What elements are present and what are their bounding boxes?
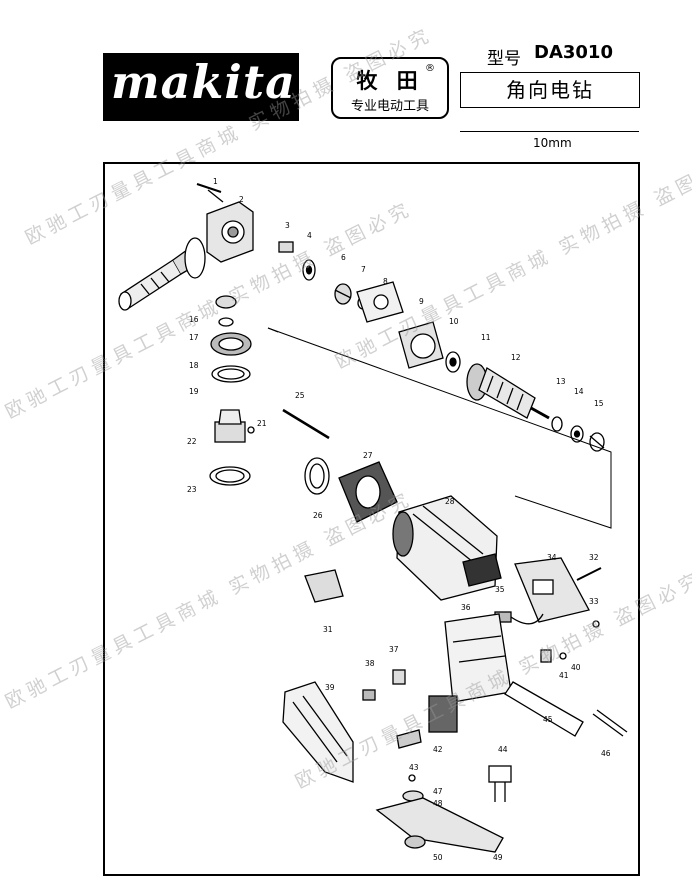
part-label-8: 8 xyxy=(383,277,388,286)
part-label-32: 32 xyxy=(589,553,599,562)
part-label-26: 26 xyxy=(313,511,323,520)
part-label-1: 1 xyxy=(213,177,218,186)
part-label-4: 4 xyxy=(307,231,312,240)
part-label-42: 42 xyxy=(433,745,443,754)
makita-logo: makita xyxy=(103,53,299,121)
gear-housing-drawing xyxy=(206,189,254,263)
part-label-11: 11 xyxy=(481,333,491,342)
part-label-23: 23 xyxy=(187,485,197,494)
part-label-41: 41 xyxy=(559,671,569,680)
part-label-21: 21 xyxy=(257,419,267,428)
part-label-44: 44 xyxy=(498,745,508,754)
product-name: 角向电钻 xyxy=(460,72,640,108)
part-label-16: 16 xyxy=(189,315,199,324)
part-label-25: 25 xyxy=(295,391,305,400)
spec-divider xyxy=(460,131,639,132)
field-coil-drawing xyxy=(338,461,398,523)
part-label-19: 19 xyxy=(189,387,199,396)
part-label-49: 49 xyxy=(493,853,503,862)
armature-drawing xyxy=(466,363,605,452)
brand-badge: 牧 田 ® 专业电动工具 xyxy=(331,57,449,119)
part-label-38: 38 xyxy=(365,659,375,668)
part-label-3: 3 xyxy=(285,221,290,230)
spindle-gears-drawing xyxy=(209,295,255,486)
brand-subtitle: 专业电动工具 xyxy=(350,99,429,114)
part-label-33: 33 xyxy=(589,597,599,606)
part-label-7: 7 xyxy=(361,265,366,274)
part-label-15: 15 xyxy=(594,399,604,408)
brand-name: 牧 田 xyxy=(356,69,424,93)
diagram-frame xyxy=(103,162,640,876)
part-label-36: 36 xyxy=(461,603,471,612)
exploded-parts-diagram: 1234678910111213141516171819212223252627… xyxy=(118,177,628,862)
part-label-22: 22 xyxy=(187,437,197,446)
part-label-9: 9 xyxy=(419,297,424,306)
part-label-50: 50 xyxy=(433,853,443,862)
part-label-48: 48 xyxy=(433,799,443,808)
part-label-18: 18 xyxy=(189,361,199,370)
model-label: 型号 xyxy=(487,49,521,69)
part-label-17: 17 xyxy=(189,333,199,342)
part-label-27: 27 xyxy=(363,451,373,460)
part-label-37: 37 xyxy=(389,645,399,654)
registered-mark: ® xyxy=(425,63,435,74)
part-label-28: 28 xyxy=(445,497,455,506)
logo-text: makita xyxy=(111,55,296,109)
part-label-34: 34 xyxy=(547,553,557,562)
part-label-2: 2 xyxy=(239,195,244,204)
part-label-45: 45 xyxy=(543,715,553,724)
model-code: DA3010 xyxy=(534,42,613,63)
part-label-43: 43 xyxy=(409,763,419,772)
part-label-10: 10 xyxy=(449,317,459,326)
part-label-31: 31 xyxy=(323,625,333,634)
part-label-40: 40 xyxy=(571,663,581,672)
part-label-6: 6 xyxy=(341,253,346,262)
part-label-13: 13 xyxy=(556,377,566,386)
part-label-12: 12 xyxy=(511,353,521,362)
motor-housing-drawing xyxy=(392,495,502,601)
handle-housing-drawing xyxy=(282,681,354,783)
spec-value: 10mm xyxy=(533,136,572,150)
rear-cover-drawing xyxy=(514,557,602,628)
side-handle-drawing xyxy=(118,237,206,311)
part-label-47: 47 xyxy=(433,787,443,796)
part-label-46: 46 xyxy=(601,749,611,758)
part-label-14: 14 xyxy=(574,387,584,396)
bearing-chain-drawing xyxy=(278,241,461,373)
part-label-35: 35 xyxy=(495,585,505,594)
part-label-39: 39 xyxy=(325,683,335,692)
